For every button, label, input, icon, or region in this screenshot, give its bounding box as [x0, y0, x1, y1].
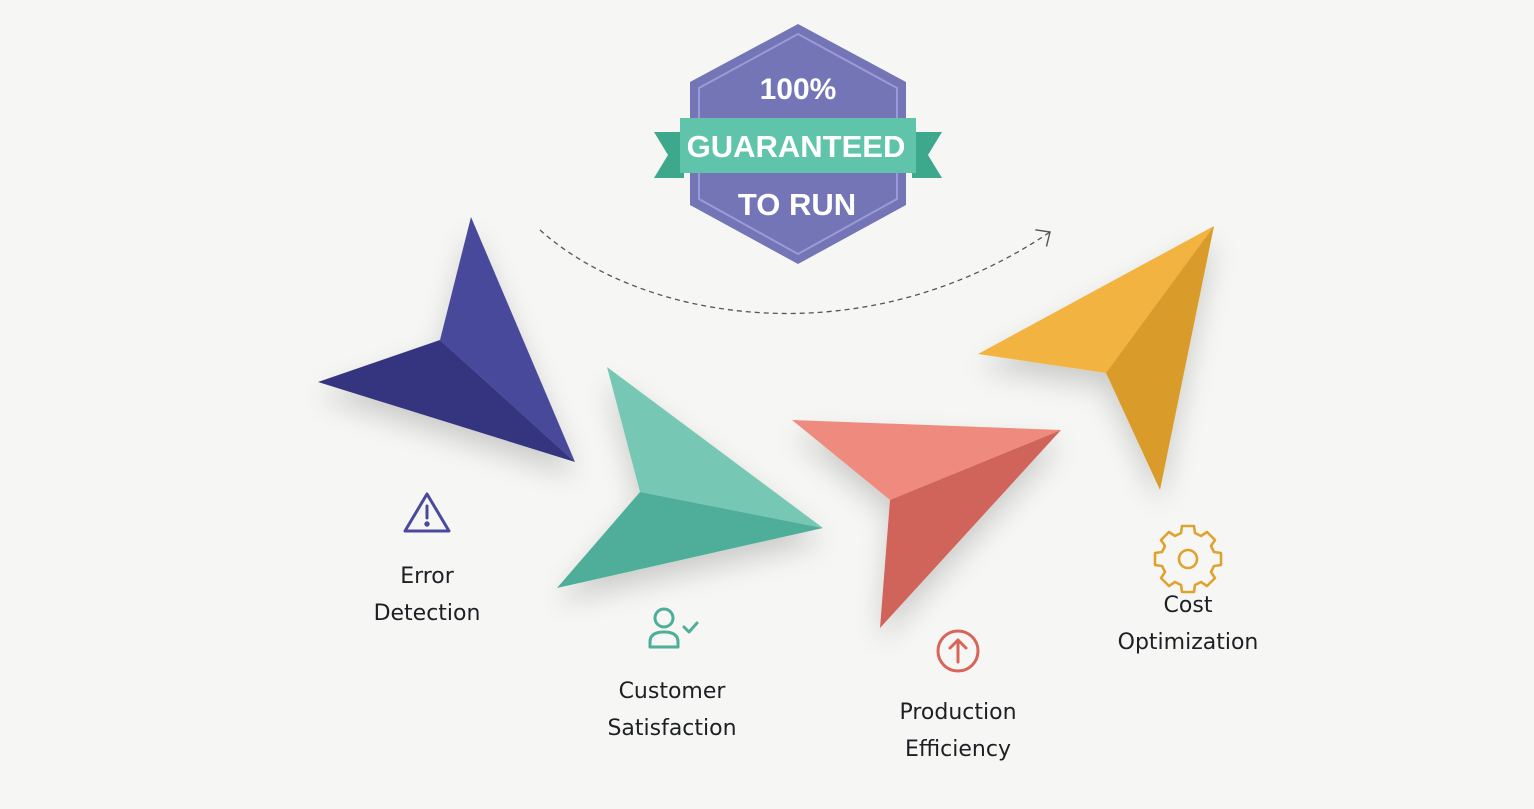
guarantee-badge: 100% GUARANTEED TO RUN	[654, 24, 942, 264]
gear-icon	[1153, 524, 1223, 594]
coral-arrow-face-dark	[880, 430, 1061, 628]
navy-arrow-face-dark	[318, 340, 575, 462]
step-label-production-efficiency: Production Efficiency	[866, 694, 1050, 768]
coral-arrow-shape	[792, 420, 1061, 628]
yellow-arrow-face-light	[978, 226, 1214, 373]
step-label-error-detection: Error Detection	[344, 558, 510, 632]
teal-arrow-face-light	[607, 367, 823, 528]
step-label-line-2: Detection	[373, 601, 481, 626]
step-label-line-1: Cost	[1163, 593, 1213, 618]
badge-ribbon-text: GUARANTEED	[687, 129, 906, 164]
step-label-line-2: Optimization	[1117, 630, 1259, 655]
navy-arrow-face-light	[440, 217, 575, 462]
teal-arrow-shape	[557, 367, 823, 588]
warning-icon	[403, 492, 451, 533]
step-label-line-1: Customer	[618, 679, 726, 704]
arrow-up-circle-icon	[936, 629, 980, 673]
badge-line-1: 100%	[760, 73, 837, 106]
progress-curve	[539, 229, 1051, 315]
user-check-icon	[648, 607, 699, 649]
step-label-customer-satisfaction: Customer Satisfaction	[580, 673, 764, 747]
step-label-cost-optimization: Cost Optimization	[1090, 587, 1286, 661]
step-label-line-2: Efficiency	[905, 737, 1011, 762]
step-label-line-2: Satisfaction	[607, 716, 737, 741]
badge-hexagon-border	[698, 32, 898, 256]
yellow-arrow-shape	[978, 226, 1214, 490]
teal-arrow-face-dark	[557, 492, 823, 588]
badge-line-3: TO RUN	[738, 187, 856, 222]
coral-arrow-face-light	[792, 420, 1061, 500]
step-label-line-1: Production	[899, 700, 1017, 725]
yellow-arrow-face-dark	[1106, 226, 1214, 490]
step-label-line-1: Error	[400, 564, 454, 589]
ribbon-tail-right	[912, 132, 942, 178]
badge-ribbon	[680, 118, 916, 173]
navy-arrow-shape	[318, 217, 575, 462]
ribbon-tail-left	[654, 132, 684, 178]
